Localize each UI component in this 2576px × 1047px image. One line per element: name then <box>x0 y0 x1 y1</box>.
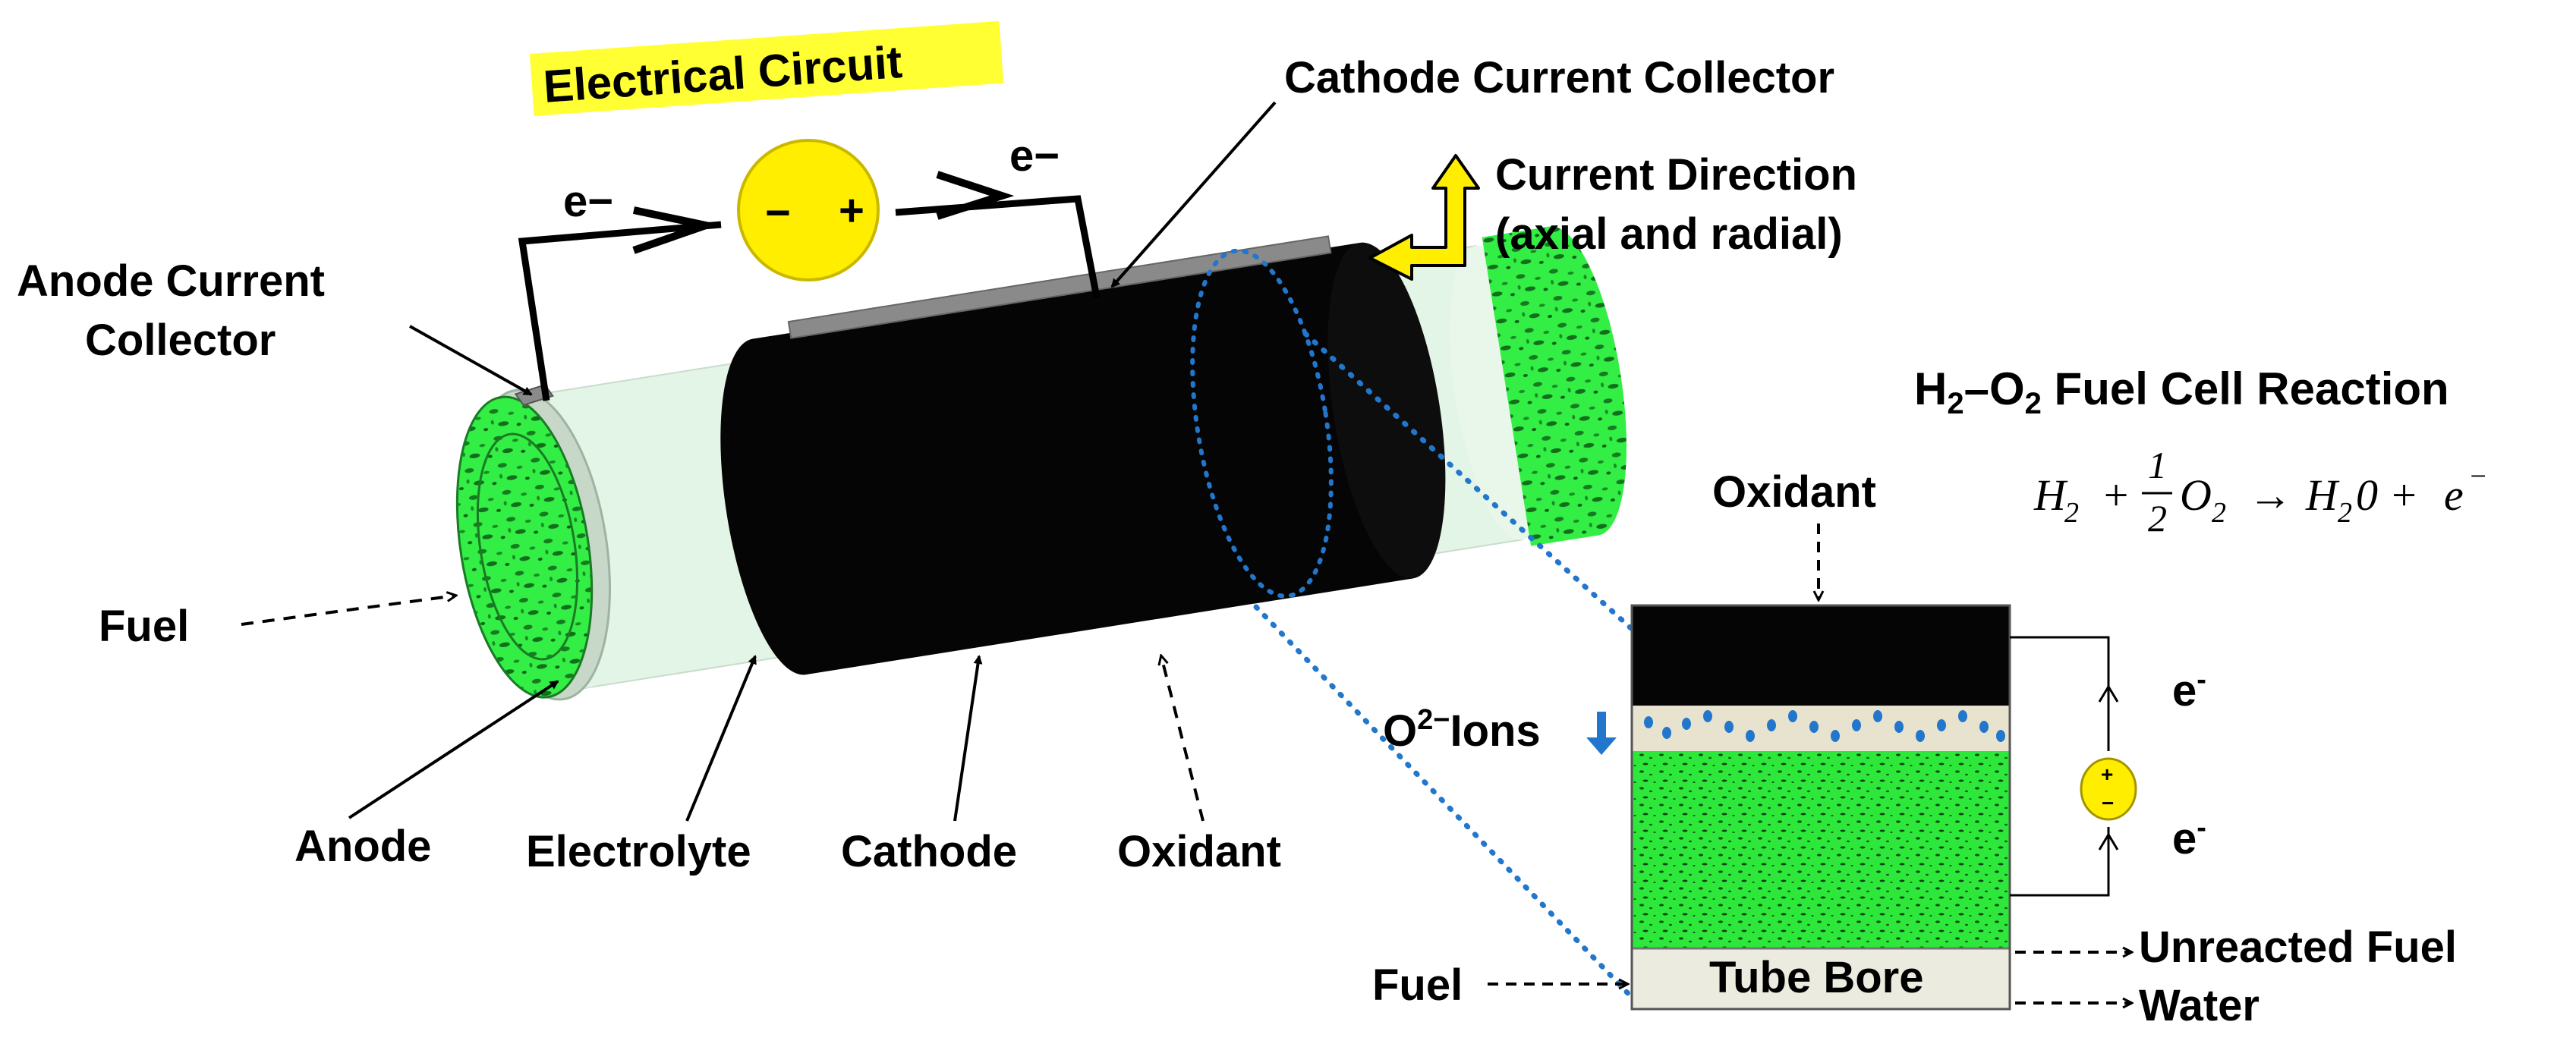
tubular-fuel-cell <box>455 226 1627 701</box>
ions-label: O2−Ions <box>1383 704 1541 756</box>
zoom-line-bottom <box>1253 604 1642 1008</box>
tube-bore-label: Tube Bore <box>1709 953 1924 1002</box>
eq-sub-o2: 2 <box>2212 497 2226 529</box>
eq-sub-h2: 2 <box>2064 497 2079 529</box>
cross-electrolyte-layer <box>1632 706 2010 751</box>
electron-label-right: e− <box>1009 131 1060 181</box>
cathode-left-edge <box>720 338 839 675</box>
eq-zero-plus: 0 + <box>2356 470 2419 520</box>
cross-cathode-layer <box>1632 605 2010 706</box>
cross-anode-layer <box>1632 751 2010 948</box>
anode-collector-pointer <box>409 325 533 396</box>
ions-sup: 2− <box>1417 704 1450 736</box>
fuel-label: Fuel <box>99 602 189 651</box>
electrical-circuit-label: Electrical Circuit <box>529 20 1004 116</box>
cross-fuel-label: Fuel <box>1372 961 1463 1010</box>
current-direction-label-line2: (axial and radial) <box>1495 209 1843 259</box>
cathode-right-edge <box>1327 242 1446 579</box>
ions-o: O <box>1383 706 1417 756</box>
anode-collector-label-line1: Anode Current <box>17 256 325 306</box>
cross-e-bottom-sup: - <box>2197 812 2206 844</box>
zoom-line-top <box>1302 331 1642 639</box>
cross-e-top: e <box>2172 666 2197 715</box>
battery-minus: − <box>765 188 791 237</box>
eq-numerator: 1 <box>2148 444 2167 486</box>
anode-pointer <box>348 680 559 819</box>
cathode-current-collector <box>787 235 1332 339</box>
cross-section-panel: Oxidant Tube Bore O2−Ions + − <box>1372 467 2457 1030</box>
unreacted-fuel-label: Unreacted Fuel <box>2139 923 2457 972</box>
anode-collector-label-line2: Collector <box>85 316 276 365</box>
eq-e-sup: − <box>2468 461 2488 492</box>
anode-right-cap <box>1521 226 1627 536</box>
cross-battery-plus: + <box>2101 762 2113 786</box>
circuit-wire-left <box>518 221 722 401</box>
cross-electron-label-top: e- <box>2172 664 2206 715</box>
anode-label: Anode <box>294 822 431 871</box>
oxidant-label: Oxidant <box>1117 827 1281 876</box>
title-h: H <box>1914 363 1947 414</box>
electron-label-left: e− <box>563 177 613 226</box>
current-direction-arrow-icon <box>1368 154 1480 281</box>
title-mid: –O <box>1964 363 2025 414</box>
cross-e-bottom: e <box>2172 814 2197 863</box>
oxygen-ion-dots <box>1644 710 2005 742</box>
reaction-title: H2–O2 Fuel Cell Reaction <box>1914 363 2449 420</box>
electrolyte-pointer <box>685 655 757 822</box>
cross-circuit-wire-bottom <box>2010 827 2110 897</box>
title-rest: Fuel Cell Reaction <box>2042 363 2449 414</box>
cross-oxidant-label: Oxidant <box>1712 467 1876 517</box>
ion-flow-arrow-icon <box>1586 712 1617 755</box>
water-label: Water <box>2139 981 2260 1030</box>
eq-o: O <box>2180 470 2212 520</box>
anode-inner-bore <box>476 432 579 661</box>
eq-h2o-h: H <box>2305 470 2340 520</box>
eq-sub-h2o: 2 <box>2338 497 2352 529</box>
reaction-equation: H 2 + 1 2 O 2 → H 2 0 + e − <box>2033 444 2488 539</box>
battery-plus: + <box>839 186 864 235</box>
cathode-current-collector-label: Cathode Current Collector <box>1284 53 1834 102</box>
current-direction-label-line1: Current Direction <box>1495 150 1857 200</box>
title-sub2: 2 <box>2025 387 2042 420</box>
electron-arrow-right <box>936 171 1015 220</box>
cathode-pointer <box>953 655 983 822</box>
title-sub1: 2 <box>1947 387 1963 420</box>
cross-battery-icon <box>2080 757 2137 821</box>
cathode-collector-pointer <box>1110 101 1277 288</box>
eq-denominator: 2 <box>2148 497 2167 539</box>
cross-e-top-sup: - <box>2197 664 2206 696</box>
eq-plus: + <box>2101 470 2130 520</box>
cross-circuit-wire-top <box>2010 636 2110 751</box>
cross-tube-bore <box>1630 947 2011 1011</box>
cathode-label: Cathode <box>841 827 1017 876</box>
cross-electron-label-bottom: e- <box>2172 812 2206 863</box>
eq-h: H <box>2033 470 2068 520</box>
eq-e: e <box>2444 470 2464 520</box>
ions-rest: Ions <box>1450 706 1540 756</box>
zoom-region-marker <box>1190 248 1334 599</box>
eq-arrow: → <box>2248 470 2292 520</box>
oxidant-pointer <box>1161 656 1205 822</box>
electrolyte-label: Electrolyte <box>526 827 751 876</box>
cathode-layer <box>752 242 1413 675</box>
cross-electron-arrow-top <box>2098 684 2119 703</box>
cross-section-frame <box>1630 604 2011 1011</box>
cross-battery-minus: − <box>2102 791 2114 815</box>
external-circuit: − + e− e− <box>518 131 1101 401</box>
battery-icon <box>737 139 880 281</box>
cross-electron-arrow-bottom <box>2098 832 2119 850</box>
label-highlight <box>529 20 1004 116</box>
fuel-pointer <box>241 596 455 626</box>
electron-arrow-left <box>632 206 720 254</box>
svg-text:H2–O2 Fuel Cell Reaction: H2–O2 Fuel Cell Reaction <box>1914 363 2449 420</box>
